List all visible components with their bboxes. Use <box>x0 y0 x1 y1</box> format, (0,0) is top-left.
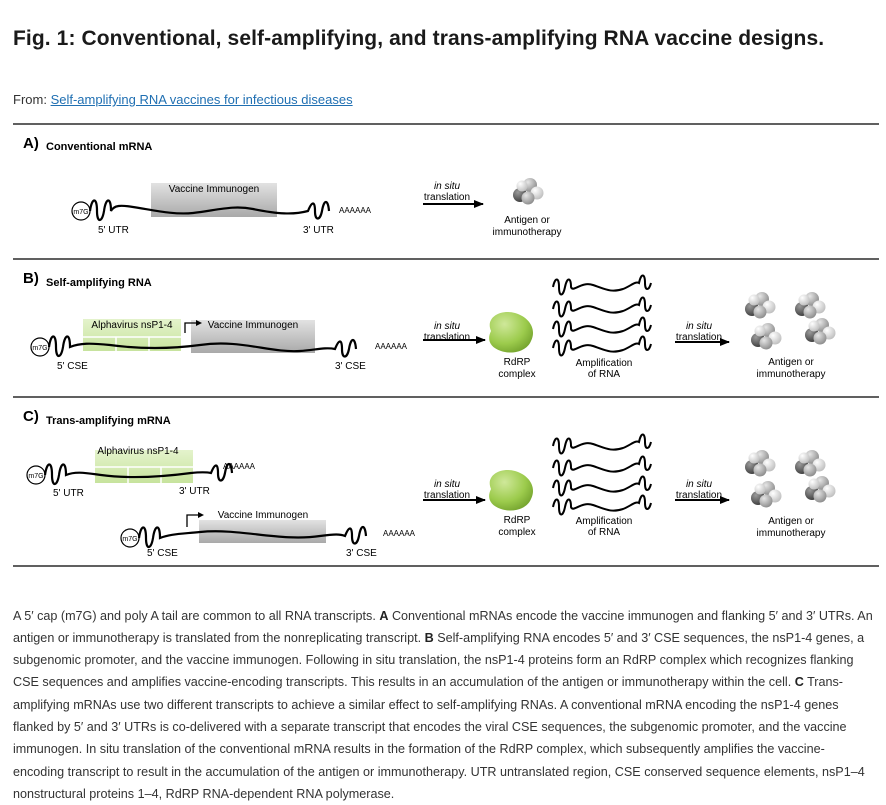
panel-c-amplified-rna-2 <box>552 455 652 477</box>
panel-c-polya-tail-1: AAAAAA <box>223 462 256 471</box>
caption-part-a: Conventional mRNAs encode the vaccine im… <box>13 608 873 645</box>
panel-c-rdrp-line2: complex <box>498 527 535 538</box>
panel-b-product-line1: Antigen or <box>768 357 814 368</box>
caption-c-marker: C <box>794 675 804 690</box>
panel-b-heading: Self-amplifying RNA <box>46 277 152 289</box>
panel-a-heading: Conventional mRNA <box>46 141 152 153</box>
panel-c-amplified-rna-3 <box>552 475 652 497</box>
panel-c-mrna-strand-1 <box>43 462 234 486</box>
panel-c-utr3-label: 3' UTR <box>179 486 210 497</box>
panel-c-antigen-icon-1 <box>745 450 776 477</box>
panel-c-product-line2: immunotherapy <box>757 528 826 539</box>
panel-b-antigen-icon-2 <box>795 292 826 319</box>
panel-a-polya-tail: AAAAAA <box>339 206 372 215</box>
panel-b-subgenomic-promoter <box>184 322 197 333</box>
source-article-link[interactable]: Self-amplifying RNA vaccines for infecti… <box>50 92 353 107</box>
panel-b-nsp-label: Alphavirus nsP1-4 <box>91 320 173 331</box>
panel-c-cse3-label: 3' CSE <box>346 548 377 559</box>
panel-b-arrow2-line1: in situ <box>686 321 713 332</box>
panel-a-product-line2: immunotherapy <box>493 227 562 238</box>
panel-b-rdrp-line2: complex <box>498 369 535 380</box>
panel-c-arrow2-line2: translation <box>676 490 722 501</box>
panel-c-nsp-label: Alphavirus nsP1-4 <box>97 446 179 457</box>
panel-a-utr3-label: 3' UTR <box>303 225 334 236</box>
source-line: From: Self-amplifying RNA vaccines for i… <box>13 92 353 107</box>
panel-c-antigen-icon-2 <box>795 450 826 477</box>
panel-c-amp-line2: of RNA <box>588 527 621 538</box>
panel-b-immunogen-label: Vaccine Immunogen <box>208 320 298 331</box>
panel-b-amplified-rna-2 <box>552 296 652 318</box>
caption-part-c: Trans-amplifying mRNAs use two different… <box>13 675 865 801</box>
panel-a-immunogen-box <box>151 183 277 217</box>
panel-b-cse5-label: 5' CSE <box>57 361 88 372</box>
caption-intro: A 5′ cap (m7G) and poly A tail are commo… <box>13 608 380 623</box>
panel-b-rdrp-complex-icon <box>489 311 534 353</box>
caption-b-marker: B <box>424 630 434 645</box>
panel-a-letter: A) <box>23 135 39 152</box>
panel-a-utr5-label: 5' UTR <box>98 225 129 236</box>
panel-c-cap-label-2: m7G <box>122 536 137 543</box>
panel-c-antigen-icon-4 <box>805 476 836 503</box>
panel-b-letter: B) <box>23 270 39 287</box>
panel-a-arrow-line1: in situ <box>434 181 461 192</box>
panel-b-amplified-rna-4 <box>552 335 652 357</box>
panel-b-cap-label: m7G <box>32 345 47 352</box>
panel-b-arrow2-line2: translation <box>676 332 722 343</box>
panel-b-product-line2: immunotherapy <box>757 369 826 380</box>
panel-c-cse5-label: 5' CSE <box>147 548 178 559</box>
panel-c-utr5-label: 5' UTR <box>53 488 84 499</box>
panel-c-immunogen-label: Vaccine Immunogen <box>218 510 308 521</box>
caption-a-marker: A <box>379 608 389 623</box>
figure-title: Fig. 1: Conventional, self-amplifying, a… <box>13 27 825 50</box>
panel-a: A) Conventional mRNA Vaccine Immunogen m… <box>23 135 561 238</box>
panel-c-cap-label-1: m7G <box>28 473 43 480</box>
panel-c-amplified-rna-4 <box>552 494 652 516</box>
panel-c-rdrp-line1: RdRP <box>504 515 531 526</box>
panel-b-arrow1-line2: translation <box>424 332 470 343</box>
panel-b-arrow1-line1: in situ <box>434 321 461 332</box>
panel-c-arrow1-line2: translation <box>424 490 470 501</box>
panel-b-amp-line1: Amplification <box>576 358 633 369</box>
panel-c-heading: Trans-amplifying mRNA <box>46 415 171 427</box>
panel-c-product-line1: Antigen or <box>768 516 814 527</box>
panel-b-antigen-icon-4 <box>805 318 836 345</box>
panel-b-cse3-label: 3' CSE <box>335 361 366 372</box>
panel-c-letter: C) <box>23 408 39 425</box>
panel-b-nsp-box <box>83 319 181 351</box>
panel-c: C) Trans-amplifying mRNA Alphavirus nsP1… <box>23 408 836 559</box>
vaccine-design-figure: A) Conventional mRNA Vaccine Immunogen m… <box>13 123 879 567</box>
panel-c-rna-strand-2 <box>137 525 368 549</box>
panel-c-subgenomic-promoter <box>186 514 199 527</box>
panel-a-product-line1: Antigen or <box>504 215 550 226</box>
panel-b-rna-strand <box>47 335 358 358</box>
panel-c-antigen-icon-3 <box>751 481 782 508</box>
panel-b-antigen-icon-1 <box>745 292 776 319</box>
from-label: From: <box>13 92 47 107</box>
panel-b-amp-line2: of RNA <box>588 369 621 380</box>
panel-b-amplified-rna-3 <box>552 316 652 338</box>
panel-c-rdrp-complex-icon <box>489 469 534 511</box>
panel-b-rdrp-line1: RdRP <box>504 357 531 368</box>
panel-c-amp-line1: Amplification <box>576 516 633 527</box>
panel-c-arrow1-line1: in situ <box>434 479 461 490</box>
panel-a-antigen-icon <box>513 178 544 205</box>
panel-c-polya-tail-2: AAAAAA <box>383 529 416 538</box>
panel-c-arrow2-line1: in situ <box>686 479 713 490</box>
panel-a-arrow-line2: translation <box>424 192 470 203</box>
caption-part-b: Self-amplifying RNA encodes 5′ and 3′ CS… <box>13 630 865 690</box>
panel-a-cap-label: m7G <box>73 209 88 216</box>
panel-b: B) Self-amplifying RNA Alphavirus nsP1-4… <box>23 270 836 380</box>
panel-a-mrna-strand <box>88 199 331 222</box>
panel-a-immunogen-label: Vaccine Immunogen <box>169 184 259 195</box>
panel-b-polya-tail: AAAAAA <box>375 342 408 351</box>
panel-c-amplified-rna-1 <box>552 433 652 455</box>
figure-caption: A 5′ cap (m7G) and poly A tail are commo… <box>13 605 873 805</box>
panel-b-antigen-icon-3 <box>751 323 782 350</box>
panel-b-amplified-rna-1 <box>552 274 652 296</box>
